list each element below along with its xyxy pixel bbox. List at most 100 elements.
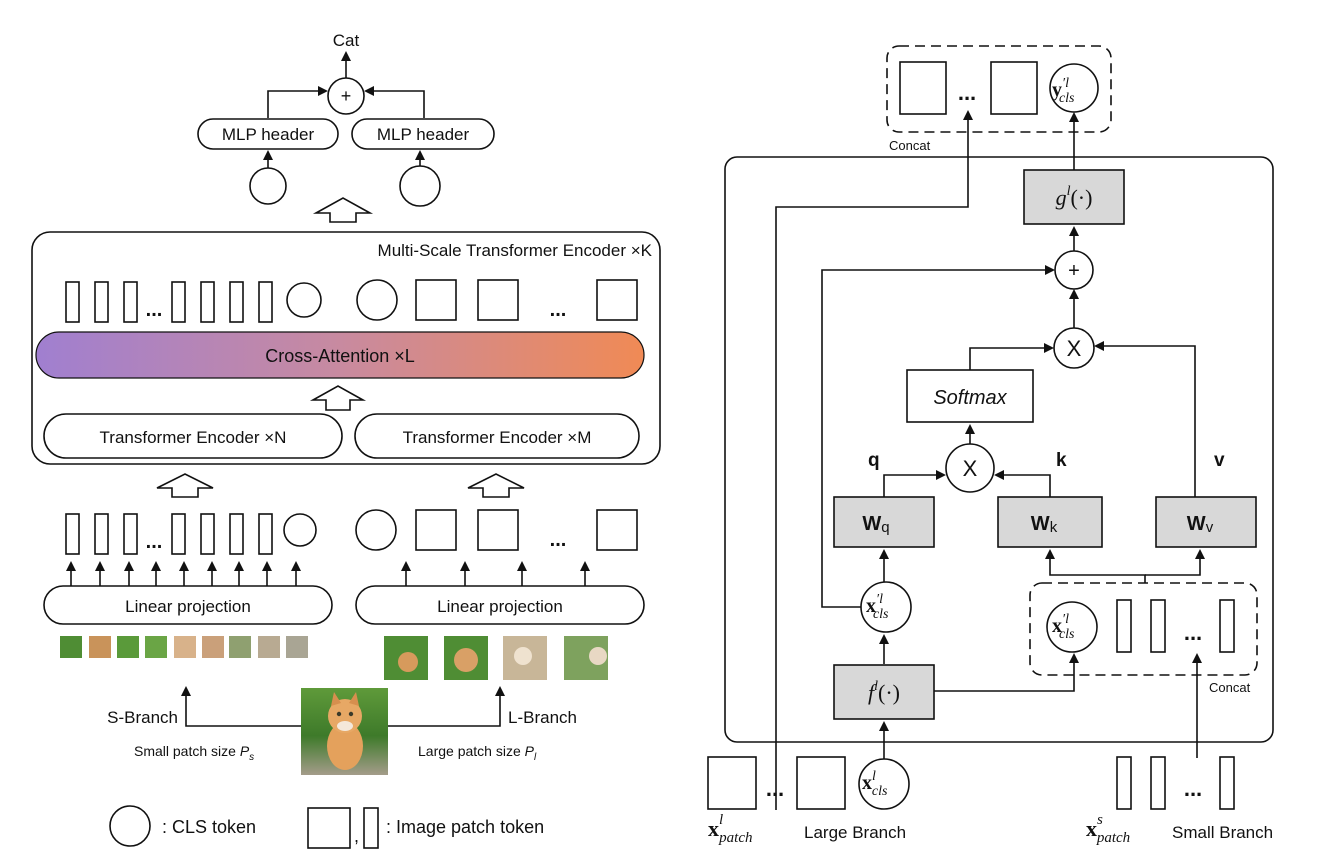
encoder-large-ellipsis: ...	[550, 299, 567, 321]
concat-small-token-1	[1116, 599, 1132, 653]
block-arrow-right	[467, 473, 525, 498]
g-projection-box	[1023, 169, 1125, 225]
concat-x-cls-node	[1046, 601, 1098, 653]
f-projection-box	[833, 664, 935, 720]
small-patch-token-3	[1219, 756, 1235, 810]
v-label: v	[1214, 450, 1225, 471]
k-label: k	[1056, 450, 1067, 471]
concat-token-1	[899, 61, 947, 115]
input-cls-large	[355, 509, 397, 551]
l-branch-label: L-Branch	[508, 708, 577, 727]
cls-token-large-out	[399, 165, 441, 207]
concat-bottom-ellipsis: ...	[1184, 620, 1202, 645]
cls-token-small-out	[249, 167, 287, 205]
multiply-symbol-top: X	[1067, 336, 1082, 361]
wv-label: Wv	[1187, 513, 1214, 536]
large-branch-label: Large Branch	[804, 823, 906, 842]
input-large-ellipsis: ...	[550, 529, 567, 551]
concat-bottom-label: Concat	[1209, 680, 1251, 695]
f-projection-label: fl(·)	[868, 679, 900, 705]
add-symbol: +	[1068, 260, 1080, 282]
concat-token-2	[990, 61, 1038, 115]
multiply-node-qk	[945, 443, 995, 493]
legend-thin-token	[363, 807, 379, 849]
wv-box	[1155, 496, 1257, 548]
large-patch-token-1	[707, 756, 757, 810]
input-large-token-2	[477, 509, 519, 551]
input-cls-small	[283, 513, 317, 547]
x-cls-prime-node	[860, 581, 912, 633]
small-patch-token-2	[1150, 756, 1166, 810]
multiply-symbol-qk: X	[963, 456, 978, 481]
encoder-small-ellipsis: ...	[146, 299, 163, 321]
input-large-token-3	[596, 509, 638, 551]
output-label: Cat	[333, 31, 360, 50]
input-large-token-1	[415, 509, 457, 551]
encoder-large-token-2	[477, 279, 519, 321]
projection-arrows-small	[66, 561, 301, 586]
concat-bottom-group	[1029, 582, 1258, 676]
g-projection-label: gl(·)	[1056, 184, 1093, 210]
encoder-small-tokens	[65, 281, 273, 323]
block-arrow-top	[312, 197, 374, 223]
linear-projection-left	[43, 585, 333, 625]
transformer-encoder-m	[354, 413, 640, 459]
concat-top-group	[886, 45, 1112, 133]
small-patch-size-label: Small patch size Ps	[134, 743, 254, 763]
linear-projection-right-label: Linear projection	[437, 597, 563, 616]
legend-cls-circle	[109, 805, 151, 847]
encoder-cls-small	[286, 282, 322, 318]
encoder-cls-large	[356, 279, 398, 321]
left-panel: Cat + MLP header MLP header Multi-Scale …	[31, 31, 661, 849]
softmax-label: Softmax	[933, 387, 1007, 409]
input-small-ellipsis: ...	[146, 531, 163, 553]
encoder-large-token-3	[596, 279, 638, 321]
q-label: q	[868, 450, 880, 471]
wk-label: Wk	[1031, 513, 1058, 536]
sum-symbol: +	[341, 86, 352, 106]
large-image-patches	[384, 636, 608, 680]
input-small-tokens	[65, 513, 273, 555]
legend-comma: ,	[354, 826, 359, 846]
multi-scale-encoder-title: Multi-Scale Transformer Encoder ×K	[378, 241, 653, 260]
small-image-patches	[60, 636, 308, 658]
legend-cls-text: : CLS token	[162, 817, 256, 837]
wq-box	[833, 496, 935, 548]
mlp-header-right-label: MLP header	[377, 125, 470, 144]
cross-attention-label: Cross-Attention ×L	[265, 346, 415, 366]
concat-small-token-3	[1219, 599, 1235, 653]
concat-ellipsis: ...	[958, 80, 976, 105]
mlp-header-right	[351, 118, 495, 150]
sum-node	[327, 77, 365, 115]
block-arrow-left	[156, 473, 214, 498]
s-branch-label: S-Branch	[107, 708, 178, 727]
softmax-box	[906, 369, 1034, 423]
legend-square-token	[307, 807, 351, 849]
large-patch-ellipsis: ...	[766, 776, 784, 801]
transformer-encoder-n-label: Transformer Encoder ×N	[100, 428, 287, 447]
large-patch-token-2	[796, 756, 846, 810]
cross-attention-bar	[35, 331, 645, 379]
encoder-large-token-1	[415, 279, 457, 321]
mlp-header-left	[197, 118, 339, 150]
legend: : CLS token , : Image patch token	[109, 805, 544, 849]
transformer-encoder-n	[43, 413, 343, 459]
concat-top-label: Concat	[889, 138, 931, 153]
wk-box	[997, 496, 1103, 548]
input-cat-image	[301, 688, 388, 775]
cross-attention-module	[724, 156, 1274, 743]
concat-small-token-2	[1150, 599, 1166, 653]
linear-projection-right	[355, 585, 645, 625]
projection-arrows-large	[401, 561, 590, 586]
legend-patch-text: : Image patch token	[386, 817, 544, 837]
large-patch-size-label: Large patch size Pl	[418, 743, 537, 763]
transformer-encoder-m-label: Transformer Encoder ×M	[403, 428, 592, 447]
